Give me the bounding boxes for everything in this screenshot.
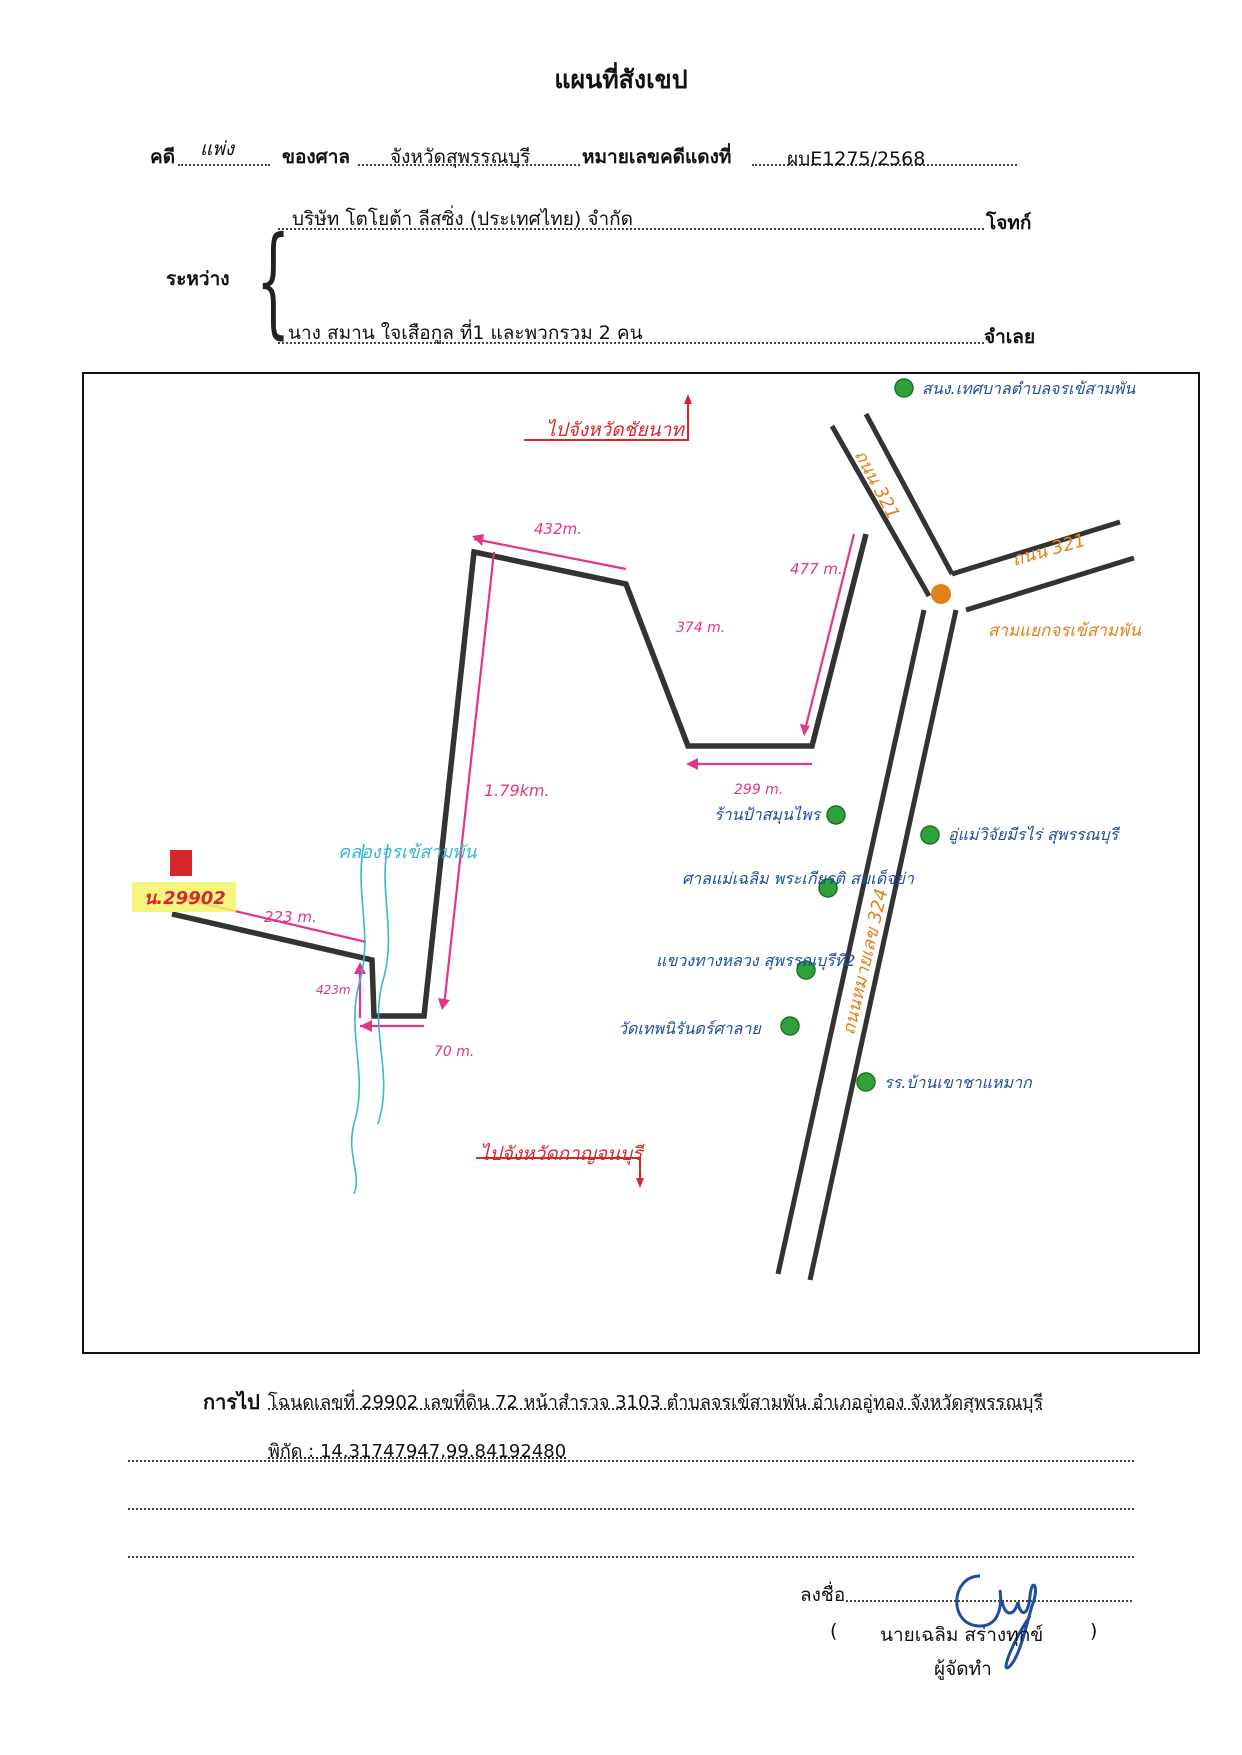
dist-223-label: 223 m. — [264, 908, 317, 926]
junction-label: สามแยกจรเข้สามพัน — [988, 621, 1141, 641]
parcel-label: น.29902 — [144, 888, 226, 909]
landmark-garage: อู่แม่วิจัยมีรไร่ สุพรรณบุรี — [948, 825, 1121, 845]
to-kanchanaburi-label: ไปจังหวัดกาญจนบุรี — [480, 1142, 645, 1165]
case-value: แพ่ง — [200, 138, 235, 160]
arrow-477 — [802, 533, 856, 735]
map-canvas: ไปจังหวัดชัยนาท ไปจังหวัดกาญจนบุรี 432m.… — [132, 378, 1141, 1281]
route-description: โฉนดเลขที่ 29902 เลขที่ดิน 72 หน้าสำรวจ … — [268, 1392, 1044, 1413]
arrow-to-kanchanaburi — [476, 1157, 641, 1180]
arrow-179 — [442, 551, 496, 1007]
landmark-temple: วัดเทพนิรันดร์ศาลาย — [618, 1019, 762, 1038]
dist-179-label: 1.79km. — [484, 781, 550, 800]
landmark-school: รร.บ้านเขาชาแหมาก — [884, 1073, 1033, 1092]
dist-477-label: 477 m. — [790, 560, 843, 578]
plaintiff-name: บริษัท โตโยต้า ลีสซิ่ง (ประเทศไทย) จำกัด — [292, 208, 634, 230]
road-321-east-top — [951, 519, 1121, 577]
to-chainat-label: ไปจังหวัดชัยนาท — [546, 418, 685, 441]
signer-role: ผู้จัดทำ — [934, 1658, 992, 1680]
court-value: จังหวัดสุพรรณบุรี — [390, 146, 531, 168]
landmark-herb-shop: ร้านป้าสมุนไพร — [714, 805, 823, 825]
dist-70-label: 70 m. — [434, 1044, 474, 1060]
dist-299-label: 299 m. — [734, 782, 783, 798]
junction-marker — [931, 584, 951, 604]
brace: { — [256, 212, 291, 351]
roads — [775, 412, 1135, 1281]
road-324-left — [775, 609, 927, 1275]
signature — [955, 1574, 1037, 1670]
between-label: ระหว่าง — [166, 268, 230, 290]
road-321-north-label: ถนน 321 — [850, 446, 904, 523]
defendant-label: จำเลย — [984, 326, 1036, 348]
canal-lines — [350, 843, 390, 1195]
case-label: คดี — [150, 146, 176, 168]
paren-open: ( — [830, 1620, 838, 1642]
route-path — [171, 533, 869, 1019]
court-label: ของศาล — [282, 146, 351, 168]
red-case-number-value: ผบE1275/2568 — [787, 148, 926, 170]
road-321-north-right — [863, 412, 955, 576]
road-324-right — [807, 609, 959, 1281]
dist-374-label: 374 m. — [676, 620, 725, 636]
sign-label: ลงชื่อ — [800, 1584, 846, 1606]
parcel-highlight — [132, 882, 236, 912]
defendant-name: นาง สมาน ใจเสือกูล ที่1 และพวกรวม 2 คน — [288, 322, 643, 344]
canal-label: คลองจรเข้สามพัน — [338, 842, 477, 863]
landmark-highway-office: แขวงทางหลวง สุพรรณบุรีที่2 — [656, 949, 855, 971]
landmark-municipal: สนง.เทศบาลตำบลจรเข้สามพัน — [922, 379, 1136, 398]
page-title: แผนที่สังเขป — [554, 65, 688, 94]
road-321-east-bottom — [965, 555, 1135, 613]
paren-close: ) — [1090, 1620, 1098, 1642]
dist-423-label: 423m — [316, 983, 351, 997]
landmark-shrine: ศาลแม่เฉลิม พระเกียรติ สมเด็จย่า — [682, 869, 915, 888]
plaintiff-label: โจทก์ — [986, 212, 1032, 234]
road-321-north-left — [829, 424, 932, 598]
parcel-marker — [170, 850, 192, 876]
dist-432-label: 432m. — [534, 520, 582, 538]
sketch-map: ไปจังหวัดชัยนาท ไปจังหวัดกาญจนบุรี 432m.… — [82, 372, 1200, 1354]
arrow-to-chainat — [524, 402, 689, 441]
route-label: การไป — [203, 1390, 260, 1414]
province-arrows — [476, 402, 689, 1180]
red-case-number-label: หมายเลขคดีแดงที่ — [582, 146, 732, 168]
landmark-dots — [780, 378, 940, 1092]
arrow-432 — [473, 537, 627, 571]
signer-name: นายเฉลิม สร่างทุกข์ — [880, 1624, 1044, 1646]
coordinates: พิกัด : 14.31747947,99.84192480 — [268, 1441, 567, 1462]
road-321-east-label: ถนน 321 — [1010, 530, 1088, 571]
